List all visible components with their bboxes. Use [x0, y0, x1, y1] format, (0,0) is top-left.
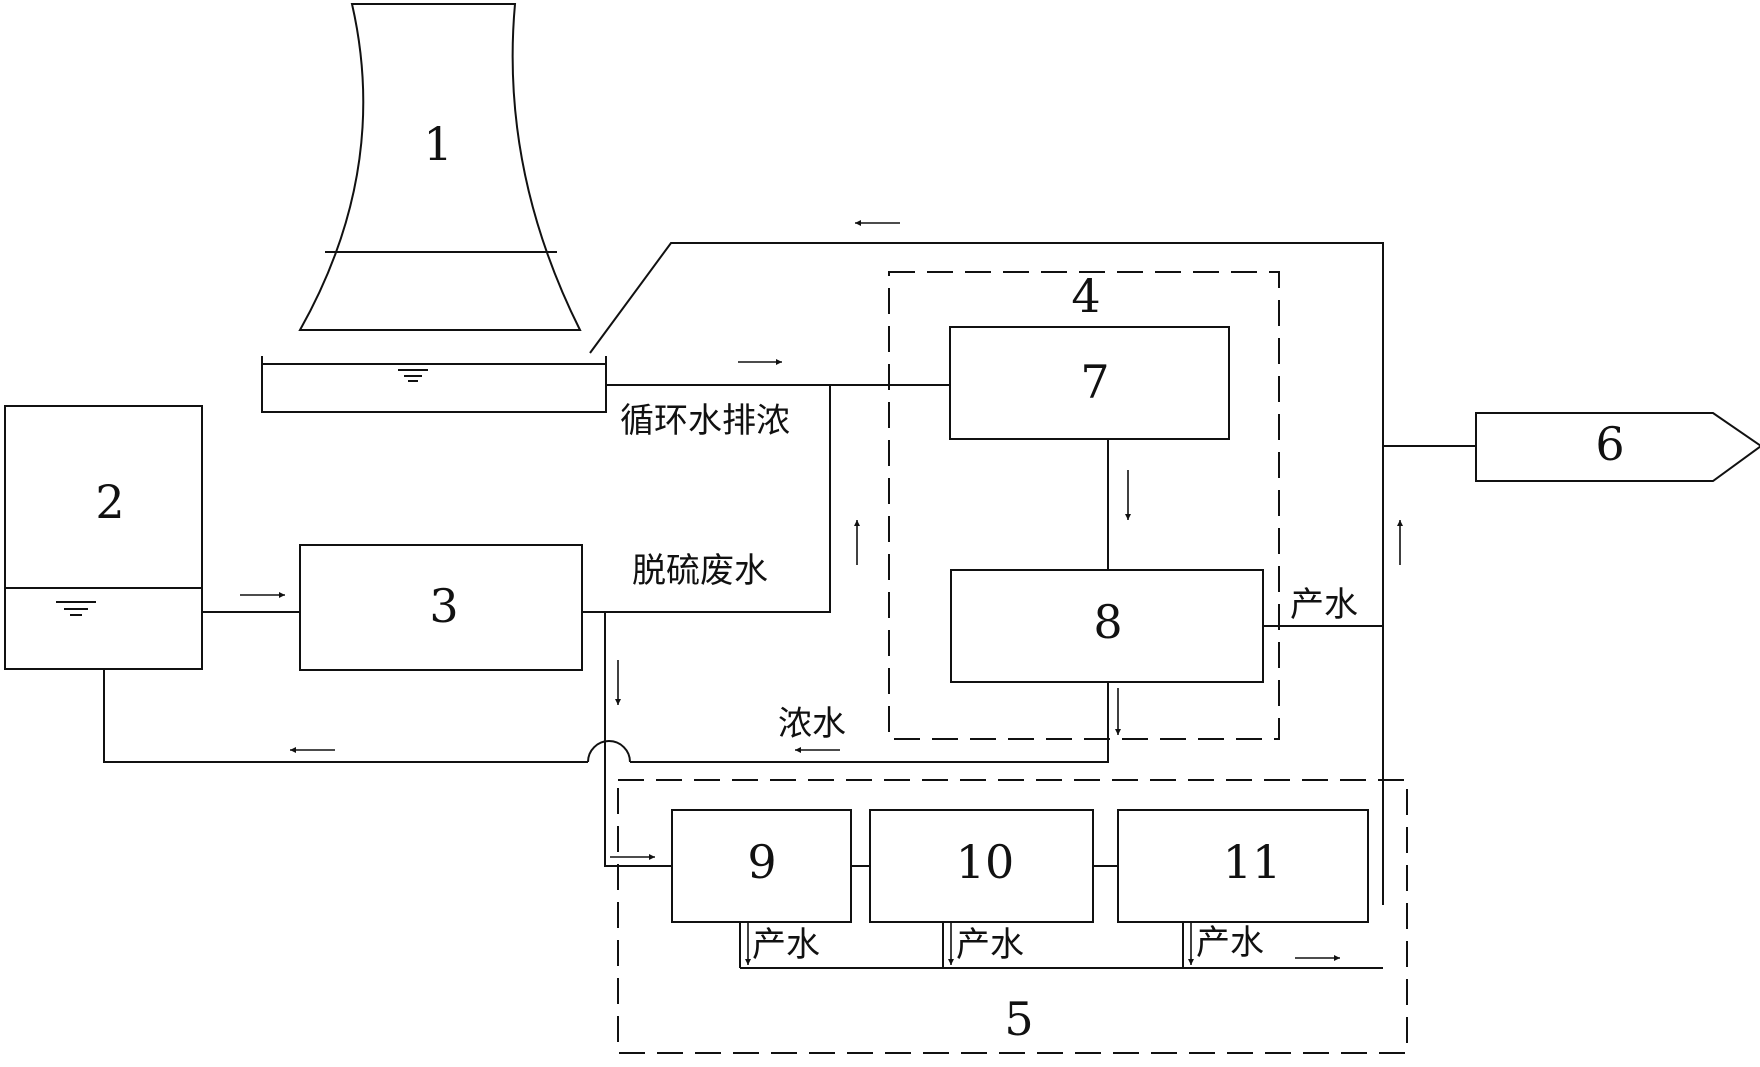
node-1-label: 1: [423, 117, 452, 171]
unit-3: 3: [299, 544, 583, 671]
label-product-water-10: 产水: [956, 925, 1024, 965]
unit-10: 10: [869, 809, 1094, 923]
cooling-tower-basin: [261, 356, 607, 413]
node-9-label: 9: [747, 835, 776, 889]
node-5-label: 5: [1004, 992, 1033, 1046]
pipes: [103, 242, 1476, 969]
output-6: 6: [1475, 412, 1760, 482]
flow-arrows: [240, 220, 1403, 965]
node-3-label: 3: [429, 579, 458, 633]
node-2-label: 2: [95, 475, 124, 529]
tank-2: 2: [4, 405, 203, 670]
node-4-label: 4: [1071, 269, 1100, 323]
cooling-tower: 1: [298, 3, 582, 331]
unit-7: 7: [949, 326, 1230, 440]
label-concentrate: 浓水: [778, 704, 846, 744]
label-product-water-9: 产水: [752, 925, 820, 965]
unit-11: 11: [1117, 809, 1369, 923]
node-10-label: 10: [956, 835, 1015, 889]
label-circulating-blowdown: 循环水排浓: [620, 401, 790, 441]
group-4: 4: [888, 269, 1280, 740]
node-6-label: 6: [1595, 417, 1624, 471]
label-desulfurization-wastewater: 脱硫废水: [632, 551, 768, 591]
label-product-water-8: 产水: [1290, 585, 1358, 625]
label-product-water-11: 产水: [1196, 923, 1264, 963]
unit-8: 8: [950, 569, 1264, 683]
node-7-label: 7: [1080, 355, 1109, 409]
unit-9: 9: [671, 809, 852, 923]
flow-labels: 循环水排浓 脱硫废水 浓水 产水 产水 产水 产水: [620, 401, 1358, 965]
node-11-label: 11: [1223, 835, 1282, 889]
group-5: 5: [617, 779, 1408, 1054]
node-8-label: 8: [1093, 595, 1122, 649]
